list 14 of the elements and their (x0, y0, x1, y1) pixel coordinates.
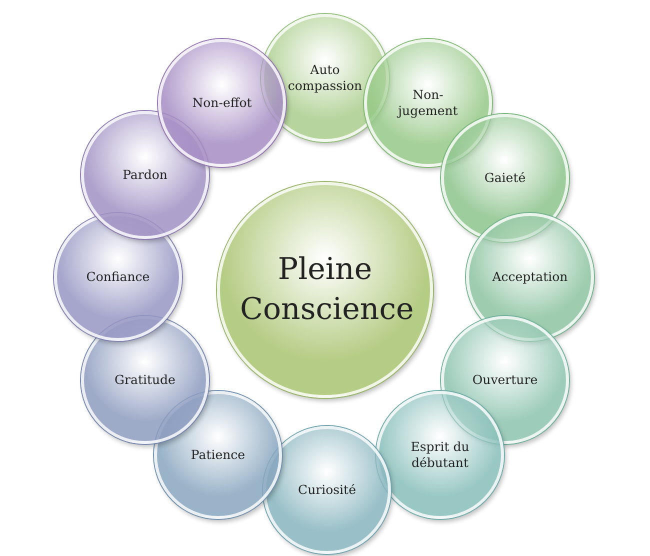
circle-label: Esprit du débutant (410, 439, 470, 471)
center-title: Pleine Conscience (240, 251, 410, 329)
circle-label: Patience (190, 447, 246, 463)
circle-label: Gaieté (483, 170, 527, 186)
circle-node (263, 426, 391, 554)
circle-label: Gratitude (114, 372, 176, 388)
circle-label: Pardon (122, 167, 168, 183)
circle-label: Auto compassion (286, 62, 364, 94)
circle-label: Curiosité (297, 482, 357, 498)
circle-label: Non-effot (191, 95, 253, 111)
circle-label: Confiance (85, 269, 151, 285)
circle-label: Acceptation (491, 269, 569, 285)
circle-label: Non-jugement (396, 87, 459, 119)
circle-label: Ouverture (471, 372, 539, 388)
